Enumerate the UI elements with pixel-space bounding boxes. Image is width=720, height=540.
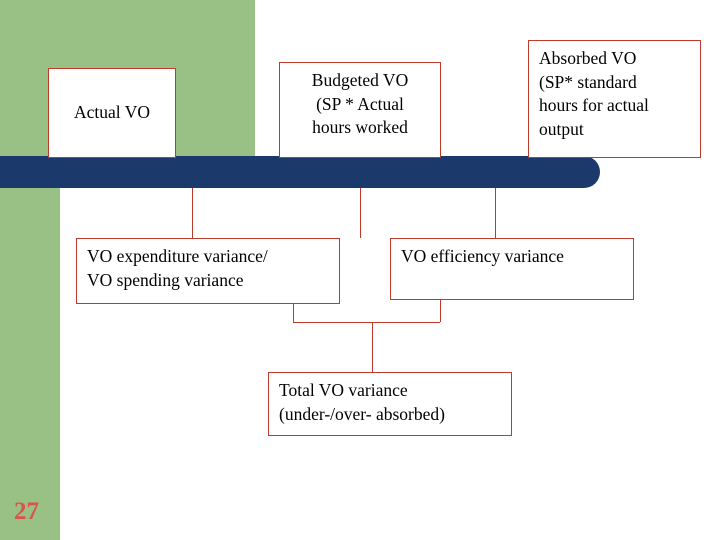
connector-absorbed-down (495, 188, 496, 238)
connector-budgeted-down (360, 188, 361, 238)
box-total-line-2: (under-/over- absorbed) (279, 403, 445, 424)
connector-efficiency-down (440, 300, 441, 322)
box-efficiency-label: VO efficiency variance (401, 246, 564, 266)
box-absorbed-line-1: Absorbed VO (539, 48, 637, 68)
box-total-line-1: Total VO variance (279, 380, 408, 400)
box-expenditure-line-2: VO spending variance (87, 269, 244, 290)
box-budgeted-vo[interactable]: Budgeted VO (SP * Actual hours worked (279, 62, 441, 158)
box-total-vo-variance[interactable]: Total VO variance (under-/over- absorbed… (268, 372, 512, 436)
box-vo-efficiency-variance[interactable]: VO efficiency variance (390, 238, 634, 300)
connector-total-down (372, 322, 373, 372)
box-absorbed-line-2: (SP* standard (539, 71, 637, 92)
box-expenditure-line-1: VO expenditure variance/ (87, 246, 268, 266)
navy-divider-bar (0, 156, 600, 188)
connector-mid-horizontal (293, 322, 440, 323)
box-budgeted-line-3: hours worked (312, 117, 408, 138)
box-absorbed-line-3: hours for actual (539, 95, 649, 116)
box-actual-vo-label: Actual VO (74, 102, 150, 123)
box-budgeted-line-1: Budgeted VO (311, 70, 409, 90)
box-vo-expenditure-variance[interactable]: VO expenditure variance/ VO spending var… (76, 238, 340, 304)
connector-expenditure-down (293, 304, 294, 322)
box-budgeted-line-2: (SP * Actual (316, 93, 404, 114)
connector-actual-down (192, 188, 193, 238)
box-actual-vo[interactable]: Actual VO (48, 68, 176, 158)
box-absorbed-line-4: output (539, 118, 584, 139)
box-absorbed-vo[interactable]: Absorbed VO (SP* standard hours for actu… (528, 40, 701, 158)
slide-number: 27 (14, 498, 39, 525)
